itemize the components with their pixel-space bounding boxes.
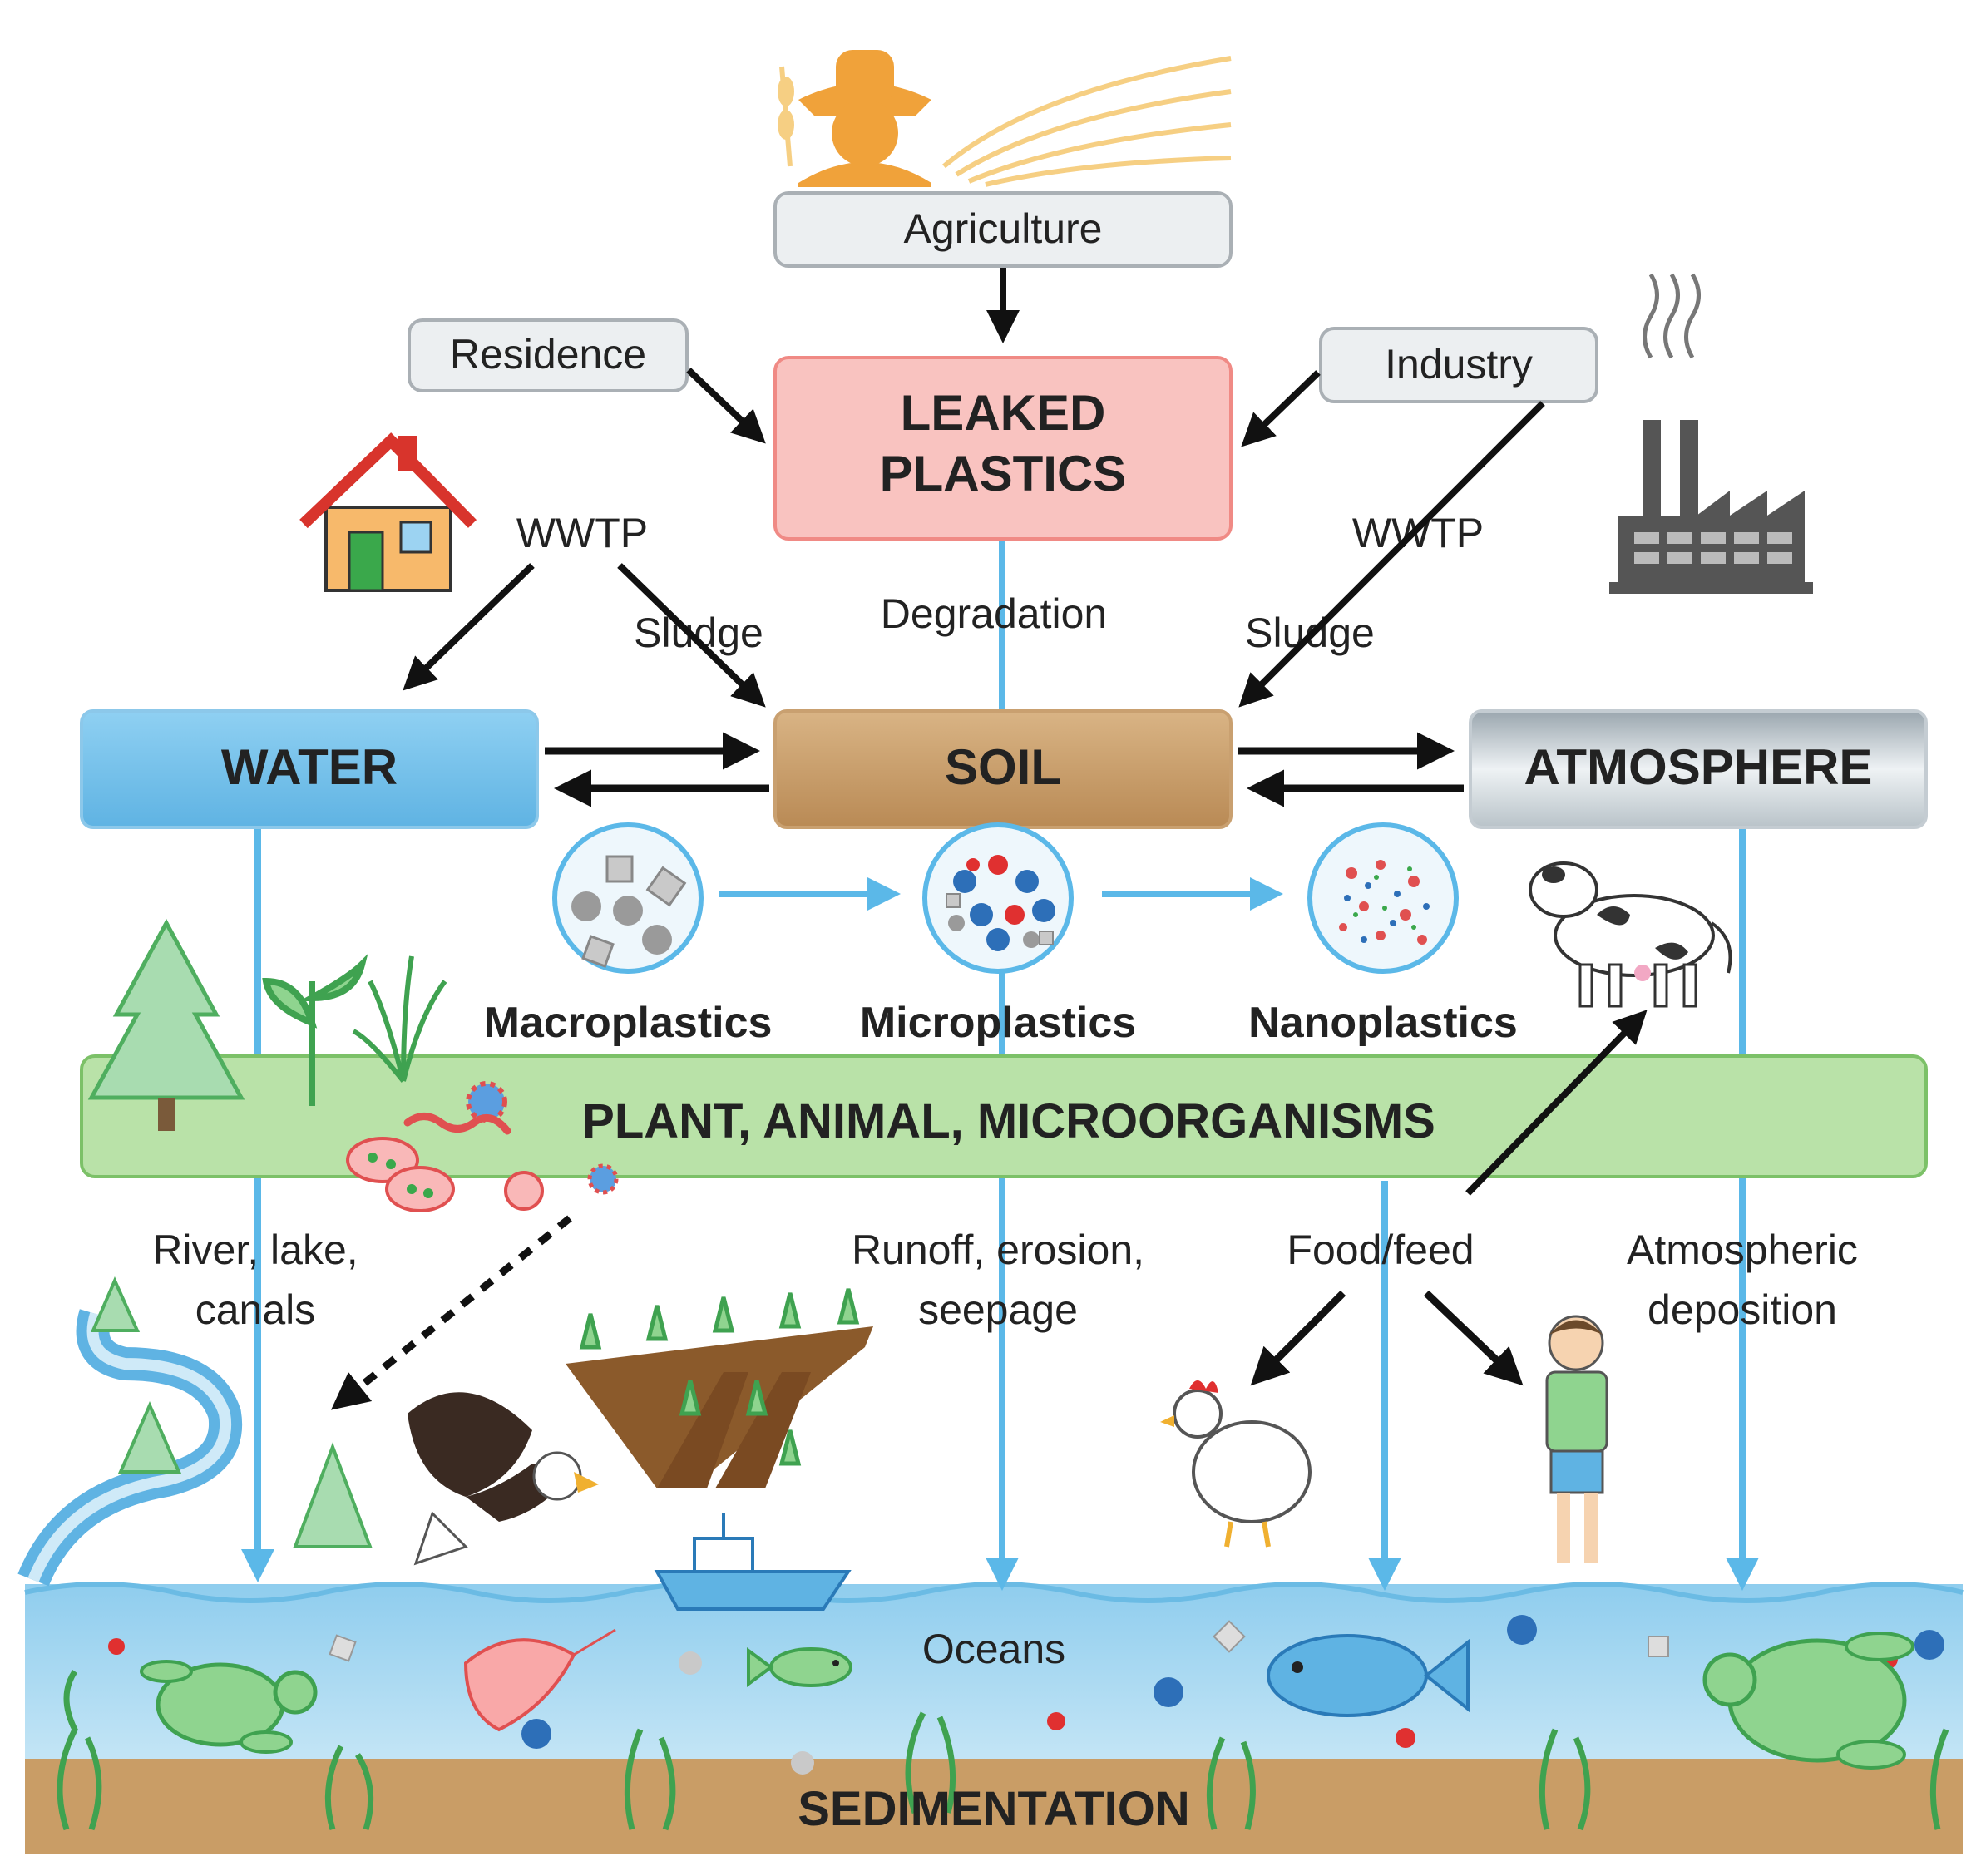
microplastics-icon [922,822,1074,974]
agriculture-label: Agriculture [904,205,1103,252]
ocean-band [25,1584,1963,1775]
fish-icon [1267,1634,1470,1717]
shrimp-icon [463,1628,616,1732]
grass-icon [352,955,447,1083]
turtle-icon [140,1660,318,1754]
sludge-left-label: Sludge [634,610,763,656]
industry-wwtp-arrow [1238,401,1545,708]
child-icon [1545,1315,1608,1563]
boat-icon [654,1513,852,1611]
residence-arrow [686,368,766,444]
atmos-dep-label-2: deposition [1648,1286,1837,1333]
industry-box: Industry [1319,327,1598,403]
wwtp-left-label: WWTP [516,510,648,556]
industry-arrow [1241,370,1321,447]
macroplastics-icon [552,822,704,974]
biota-band [80,1054,1928,1178]
house-icon [299,432,477,592]
sea-turtle-icon [1702,1632,1914,1770]
eagle-icon [408,1392,599,1566]
industry-label: Industry [1385,341,1533,388]
water-label: WATER [221,739,398,795]
seedling-icon [262,953,368,1106]
seaweed-icons [57,1670,1949,1831]
cow-icon [1529,861,1732,1008]
river-label-1: River, lake, [152,1227,358,1273]
river-label-2: canals [195,1286,316,1333]
sediment-band [25,1759,1963,1854]
atmosphere-label: ATMOSPHERE [1524,739,1873,795]
wwtp-to-water-arrow [403,563,535,691]
macroplastics-label: Macroplastics [484,999,773,1047]
agriculture-box: Agriculture [773,191,1233,268]
sedimentation-label: SEDIMENTATION [798,1782,1190,1836]
microorganisms-icon [346,1081,619,1212]
food-to-cow-arrow [1465,1010,1648,1196]
microplastics-label: Microplastics [860,999,1136,1047]
microbe-to-river-dashed-arrow [330,1215,572,1410]
soil-label: SOIL [945,739,1061,795]
chicken-icon [1160,1380,1312,1548]
sludge-to-soil-left-arrow [617,563,766,708]
nanoplastics-icon [1307,822,1459,974]
wwtp-right-label: WWTP [1352,510,1484,556]
runoff-label-1: Runoff, erosion, [852,1227,1144,1273]
nanoplastics-label: Nanoplastics [1248,999,1518,1047]
soil-box: SOIL [773,709,1233,829]
food-to-human-arrow [1423,1290,1524,1386]
small-fish-icon [747,1647,852,1687]
small-tree-icons [90,1276,373,1548]
oceans-label: Oceans [922,1626,1065,1672]
leaked-line-2: PLASTICS [880,446,1127,501]
atmos-dep-label-1: Atmospheric [1627,1227,1858,1273]
water-box: WATER [80,709,539,829]
factory-icon [1609,273,1813,594]
field-icon [566,1288,873,1488]
food-label: Food/feed [1287,1227,1474,1273]
residence-label: Residence [450,331,646,378]
farmer-icon [778,50,1232,187]
leaked-line-1: LEAKED [901,385,1106,441]
biota-label: PLANT, ANIMAL, MICROORGANISMS [582,1094,1435,1148]
food-to-chicken-arrow [1250,1290,1346,1386]
residence-box: Residence [408,318,689,392]
atmosphere-box: ATMOSPHERE [1469,709,1928,829]
leaked-plastics-box: LEAKED PLASTICS [773,356,1233,541]
river-icon [17,1309,243,1587]
pine-tree-icon [87,918,245,1131]
runoff-label-2: seepage [918,1286,1078,1333]
degradation-label: Degradation [881,590,1107,637]
